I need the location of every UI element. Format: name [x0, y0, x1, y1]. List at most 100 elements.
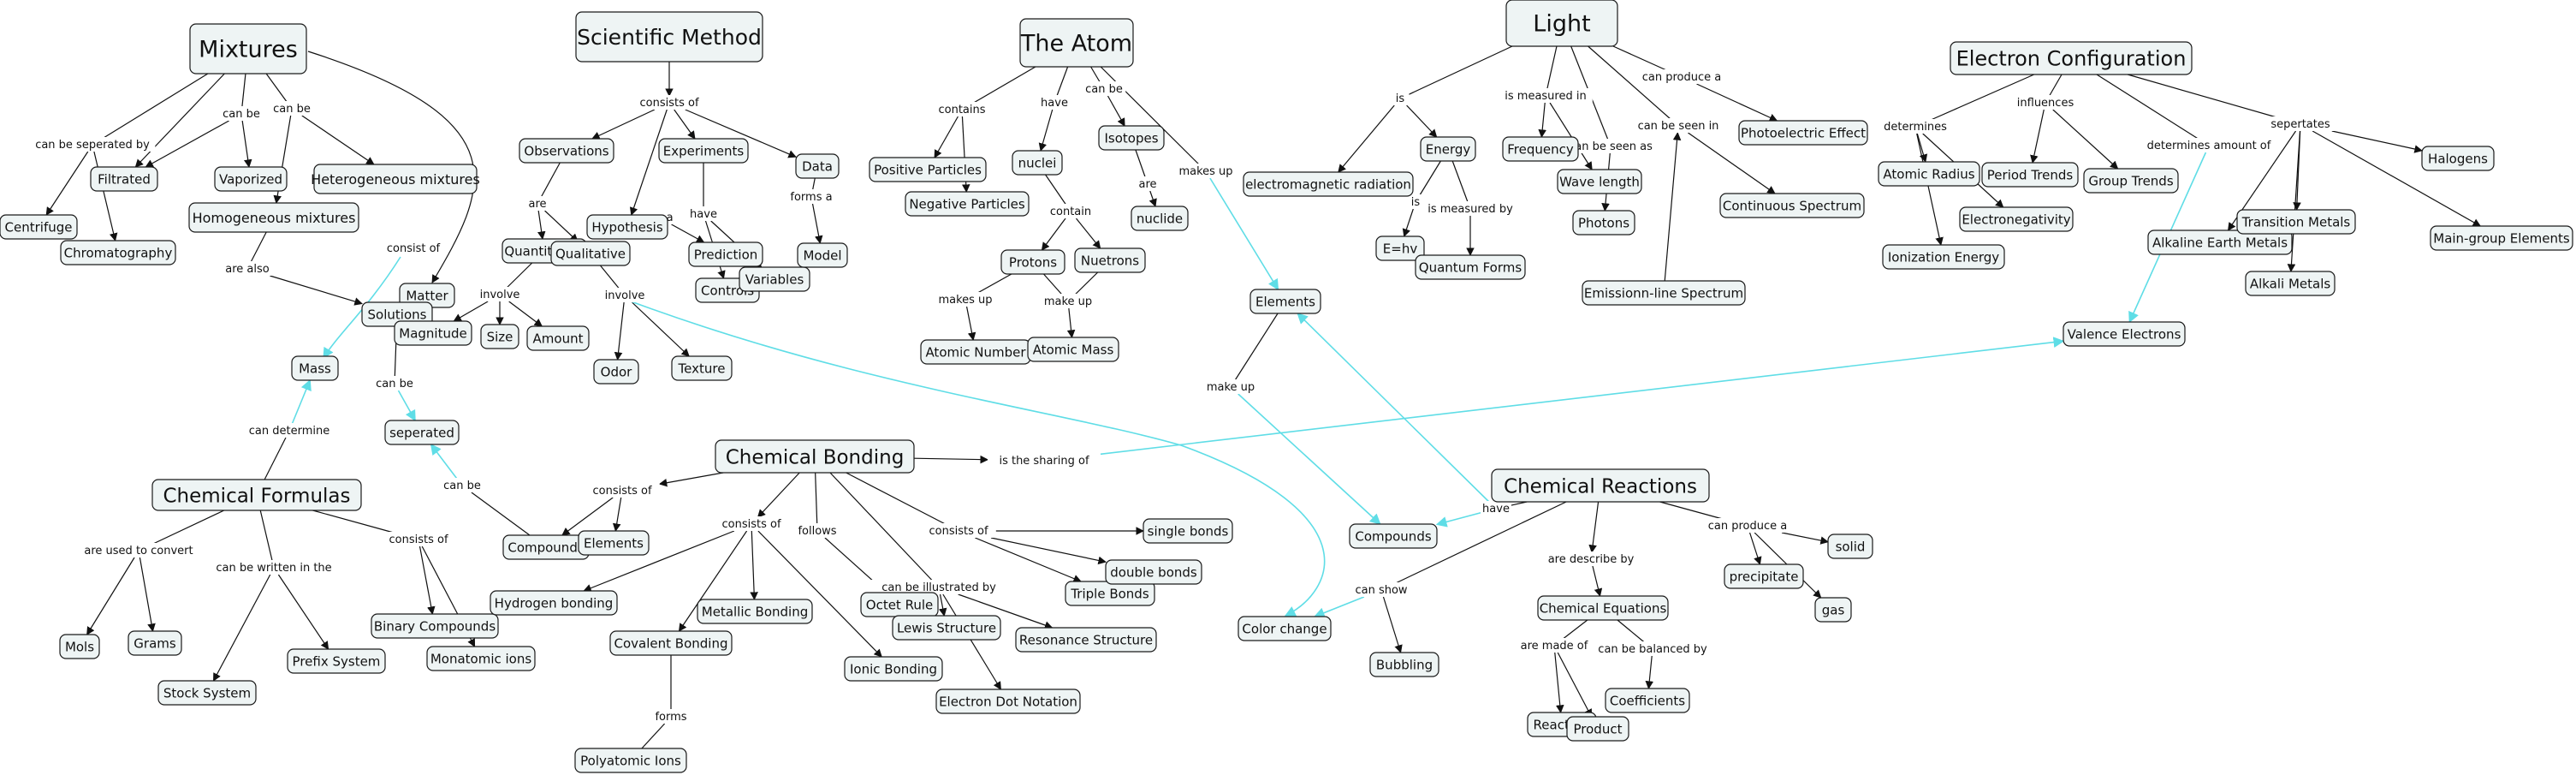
concept-size[interactable]: Size: [480, 324, 519, 349]
concept-observations[interactable]: Observations: [519, 138, 614, 164]
edge-are_made_of-to-product: [1557, 652, 1593, 718]
concept-electron-configuration[interactable]: Electron Configuration: [1950, 41, 2193, 75]
concept-odor[interactable]: Odor: [593, 359, 639, 385]
concept-hypothesis[interactable]: Hypothesis: [586, 214, 668, 240]
concept-protons[interactable]: Protons: [1000, 249, 1065, 275]
concept-chemical-reactions[interactable]: Chemical Reactions: [1491, 468, 1710, 503]
concept-amount[interactable]: Amount: [526, 325, 590, 351]
concept-continuous-spectrum[interactable]: Continuous Spectrum: [1719, 193, 1865, 218]
concept-frequency[interactable]: Frequency: [1502, 136, 1579, 162]
concept-nuetrons[interactable]: Nuetrons: [1074, 247, 1146, 273]
concept-scientific-method[interactable]: Scientific Method: [575, 11, 763, 63]
edge-chemical_reactions-to-can_show: [1395, 501, 1567, 584]
concept-magnitude[interactable]: Magnitude: [394, 320, 472, 346]
concept-nuclide[interactable]: nuclide: [1131, 206, 1189, 231]
concept-quantum-forms[interactable]: Quantum Forms: [1415, 254, 1526, 280]
concept-filtrated[interactable]: Filtrated: [90, 166, 158, 192]
concept-prefix-system[interactable]: Prefix System: [287, 648, 386, 674]
concept-precipitate[interactable]: precipitate: [1724, 563, 1804, 589]
link-label-makes-up-2: makes up: [937, 292, 994, 307]
concept-isotopes[interactable]: Isotopes: [1098, 125, 1165, 151]
concept-main-group-elements[interactable]: Main-group Elements: [2430, 225, 2573, 251]
concept-chemical-bonding[interactable]: Chemical Bonding: [715, 439, 915, 474]
concept-lewis-structure[interactable]: Lewis Structure: [892, 615, 1001, 641]
concept-double-bonds[interactable]: double bonds: [1105, 559, 1202, 585]
concept-hydrogen-bonding[interactable]: Hydrogen bonding: [490, 590, 618, 616]
concept-chemical-formulas[interactable]: Chemical Formulas: [151, 479, 362, 511]
concept-matter[interactable]: Matter: [399, 283, 455, 308]
concept-bubbling[interactable]: Bubbling: [1369, 652, 1439, 677]
concept-color-change[interactable]: Color change: [1238, 616, 1332, 641]
edge-involve_1-to-magnitude: [453, 301, 489, 322]
edge-cb_consists_of_1-to-compounds_left: [561, 497, 614, 536]
concept-chromatography[interactable]: Chromatography: [60, 240, 176, 265]
concept-centrifuge[interactable]: Centrifuge: [0, 214, 78, 240]
concept-ionic-bonding[interactable]: Ionic Bonding: [844, 656, 943, 682]
concept-the-atom[interactable]: The Atom: [1019, 18, 1134, 68]
concept-experiments[interactable]: Experiments: [658, 138, 749, 164]
link-label-text: can show: [1355, 584, 1407, 597]
concept-photons[interactable]: Photons: [1572, 210, 1635, 235]
concept-model[interactable]: Model: [797, 242, 848, 268]
concept-binary-compounds[interactable]: Binary Compounds: [371, 613, 499, 639]
concept-wave-length[interactable]: Wave length: [1557, 169, 1642, 194]
link-label-can-produce-a-1: can produce a: [1637, 69, 1726, 84]
concept-triple-bonds[interactable]: Triple Bonds: [1065, 581, 1155, 606]
concept-homogeneous-mixtures[interactable]: Homogeneous mixtures: [188, 202, 359, 233]
concept-positive-particles[interactable]: Positive Particles: [869, 157, 987, 182]
concept-energy[interactable]: Energy: [1420, 136, 1476, 162]
concept-single-bonds[interactable]: single bonds: [1143, 518, 1233, 544]
concept-qualitative[interactable]: Qualitative: [550, 241, 631, 266]
concept-label: Magnitude: [399, 325, 466, 341]
concept-electron-dot-notation[interactable]: Electron Dot Notation: [935, 689, 1081, 714]
concept-mixtures[interactable]: Mixtures: [189, 23, 307, 75]
concept-coefficients[interactable]: Coefficients: [1605, 688, 1690, 713]
concept-valence-electrons[interactable]: Valence Electrons: [2063, 321, 2186, 347]
concept-seperated[interactable]: seperated: [384, 420, 460, 445]
concept-stock-system[interactable]: Stock System: [157, 680, 257, 706]
concept-chemical-equations[interactable]: Chemical Equations: [1537, 595, 1669, 621]
concept-photoelectric-effect[interactable]: Photoelectric Effect: [1738, 120, 1868, 146]
concept-solid[interactable]: solid: [1827, 534, 1873, 559]
concept-grams[interactable]: Grams: [128, 630, 182, 656]
concept-gas[interactable]: gas: [1814, 597, 1852, 623]
concept-variables[interactable]: Variables: [739, 266, 810, 292]
concept-group-trends[interactable]: Group Trends: [2083, 168, 2179, 194]
concept-compounds-mid[interactable]: Compounds: [1349, 523, 1438, 549]
concept-prediction[interactable]: Prediction: [688, 241, 763, 267]
concept-metallic-bonding[interactable]: Metallic Bonding: [697, 599, 813, 624]
concept-nuclei[interactable]: nuclei: [1012, 150, 1063, 176]
concept-emission-spectrum[interactable]: Emissionn-line Spectrum: [1582, 280, 1746, 306]
concept-product[interactable]: Product: [1566, 716, 1629, 742]
concept-covalent-bonding[interactable]: Covalent Bonding: [609, 630, 733, 656]
concept-data[interactable]: Data: [795, 153, 840, 179]
concept-electronegativity[interactable]: Electronegativity: [1959, 206, 2074, 232]
concept-resonance-structure[interactable]: Resonance Structure: [1015, 627, 1157, 653]
concept-octet-rule[interactable]: Octet Rule: [860, 592, 939, 617]
concept-halogens[interactable]: Halogens: [2421, 146, 2495, 171]
concept-negative-particles[interactable]: Negative Particles: [905, 191, 1030, 217]
concept-heterogeneous-mixtures[interactable]: Heterogeneous mixtures: [311, 164, 480, 194]
concept-ionization-energy[interactable]: Ionization Energy: [1882, 244, 2005, 270]
edge-sm_consists_of-to-experiments: [674, 109, 696, 140]
concept-atomic-radius[interactable]: Atomic Radius: [1878, 161, 1980, 187]
concept-elements-left[interactable]: Elements: [578, 530, 650, 556]
concept-vaporized[interactable]: Vaporized: [214, 166, 288, 192]
concept-alkaline-earth-metals[interactable]: Alkaline Earth Metals: [2147, 230, 2293, 255]
concept-polyatomic-ions[interactable]: Polyatomic Ions: [574, 748, 687, 773]
concept-elements-mid[interactable]: Elements: [1249, 289, 1321, 314]
concept-mass[interactable]: Mass: [291, 355, 339, 381]
concept-monatomic-ions[interactable]: Monatomic ions: [426, 646, 536, 671]
concept-texture[interactable]: Texture: [671, 355, 733, 381]
concept-period-trends[interactable]: Period Trends: [1981, 162, 2079, 188]
concept-atomic-mass[interactable]: Atomic Mass: [1027, 337, 1119, 362]
concept-light[interactable]: Light: [1505, 0, 1618, 47]
concept-solutions[interactable]: Solutions: [361, 301, 433, 327]
concept-electromagnetic-radiation[interactable]: electromagnetic radiation: [1243, 171, 1414, 197]
concept-emh[interactable]: E=hv: [1375, 235, 1425, 261]
concept-atomic-number[interactable]: Atomic Number: [920, 339, 1031, 365]
concept-compounds-left[interactable]: Compounds: [502, 534, 590, 560]
concept-mols[interactable]: Mols: [59, 634, 100, 659]
concept-transition-metals[interactable]: Transition Metals: [2236, 209, 2356, 235]
concept-alkali-metals[interactable]: Alkali Metals: [2245, 271, 2336, 296]
